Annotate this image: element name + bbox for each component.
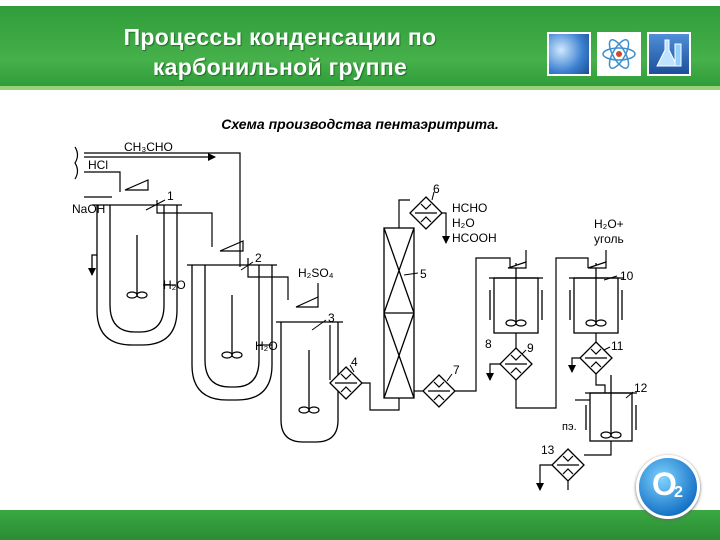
o2-logo-subscript: 2 xyxy=(674,484,683,501)
label-ch3cho: CH₃CHO xyxy=(124,140,173,154)
unit-number-13: 13 xyxy=(541,443,555,457)
unit-number-12: 12 xyxy=(634,381,648,395)
unit-number-4: 4 xyxy=(351,355,358,369)
footer-bar xyxy=(0,510,720,540)
label-hcl: HCl xyxy=(88,158,108,172)
o2-logo-letter: O xyxy=(652,466,677,502)
unit-number-5: 5 xyxy=(420,267,427,281)
label-hcooh: HCOOH xyxy=(452,231,497,245)
label-naoh: NaOH xyxy=(72,202,105,216)
unit-number-10: 10 xyxy=(620,269,634,283)
label-h2so4: H₂SO₄ xyxy=(298,266,334,280)
label-hcho: HCHO xyxy=(452,201,487,215)
thumbnail-flasks xyxy=(647,32,691,76)
unit-number-1: 1 xyxy=(167,189,174,203)
flask-icon xyxy=(656,39,682,67)
header-stripe xyxy=(0,86,720,90)
slide-title: Процессы конденсации по карбонильной гру… xyxy=(60,22,500,82)
atom-icon xyxy=(602,39,636,69)
unit-number-3: 3 xyxy=(328,311,335,325)
title-line-2: карбонильной группе xyxy=(152,54,408,80)
unit-number-8: 8 xyxy=(485,337,492,351)
unit-number-9: 9 xyxy=(527,341,534,355)
unit-number-2: 2 xyxy=(255,251,262,265)
unit-number-11: 11 xyxy=(611,339,624,353)
label-h2o-c: H₂O xyxy=(452,216,475,230)
diagram-subtitle: Схема производства пентаэритрита. xyxy=(221,116,499,132)
label-h2o-plus: H₂O+ xyxy=(594,217,624,231)
thumbnail-atom xyxy=(597,32,641,76)
o2-logo: O 2 xyxy=(636,455,700,519)
label-h2o-b: H₂O xyxy=(255,339,278,353)
thumbnail-molecules xyxy=(547,32,591,76)
label-ugol: уголь xyxy=(594,232,624,246)
unit-number-7: 7 xyxy=(453,363,460,377)
label-h2o-a: H₂O xyxy=(163,278,186,292)
label-pe: пэ. xyxy=(562,421,577,433)
unit-number-6: 6 xyxy=(433,182,440,196)
title-line-1: Процессы конденсации по xyxy=(123,24,437,50)
